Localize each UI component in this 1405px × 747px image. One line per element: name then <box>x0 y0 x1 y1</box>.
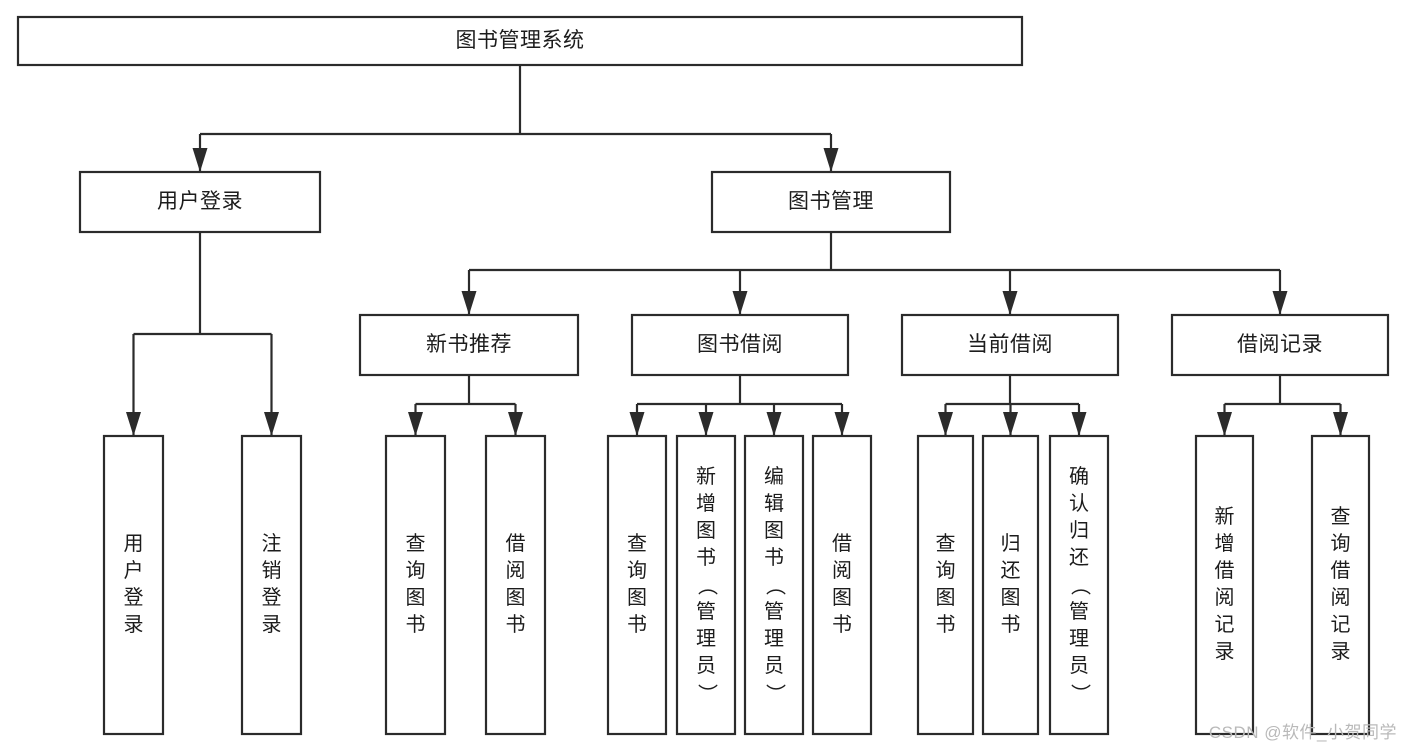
node-box-new-book-recommend[interactable] <box>358 313 580 377</box>
arrow-head-icon <box>1003 412 1018 436</box>
node-box-leaf-query-book-1[interactable] <box>384 434 447 736</box>
arrow-head-icon <box>1272 291 1288 315</box>
node-box-user-login[interactable] <box>78 170 322 234</box>
node-box-leaf-add-record[interactable] <box>1194 434 1255 736</box>
node-box-leaf-user-login[interactable] <box>102 434 165 736</box>
arrow-head-icon <box>823 148 839 172</box>
node-box-leaf-logout[interactable] <box>240 434 303 736</box>
node-box-root[interactable] <box>16 15 1024 67</box>
arrow-head-icon <box>834 412 850 436</box>
node-box-leaf-query-record[interactable] <box>1310 434 1371 736</box>
node-box-book-borrow[interactable] <box>630 313 850 377</box>
arrow-head-icon <box>264 412 279 436</box>
arrow-head-icon <box>1071 412 1087 436</box>
arrow-head-icon <box>1217 412 1232 436</box>
arrow-head-icon <box>461 291 477 315</box>
arrow-head-icon <box>508 412 523 436</box>
node-box-leaf-edit-book[interactable] <box>743 434 805 736</box>
node-box-leaf-query-book-2[interactable] <box>606 434 668 736</box>
arrow-head-icon <box>732 291 748 315</box>
arrow-head-icon <box>126 412 141 436</box>
arrow-head-icon <box>408 412 423 436</box>
node-box-leaf-confirm-return[interactable] <box>1048 434 1110 736</box>
node-box-leaf-borrow-book-1[interactable] <box>484 434 547 736</box>
node-box-leaf-return-book[interactable] <box>981 434 1040 736</box>
arrow-head-icon <box>938 412 953 436</box>
node-box-leaf-query-book-3[interactable] <box>916 434 975 736</box>
arrow-head-icon <box>629 412 645 436</box>
arrow-head-icon <box>766 412 782 436</box>
arrow-head-icon <box>1002 291 1018 315</box>
node-box-leaf-borrow-book-2[interactable] <box>811 434 873 736</box>
node-boxes <box>16 15 1390 736</box>
arrow-head-icon <box>192 148 208 172</box>
node-box-leaf-add-book[interactable] <box>675 434 737 736</box>
node-box-current-borrow[interactable] <box>900 313 1120 377</box>
arrow-head-icon <box>698 412 714 436</box>
node-box-book-manage[interactable] <box>710 170 952 234</box>
arrow-head-icon <box>1333 412 1348 436</box>
node-box-borrow-record[interactable] <box>1170 313 1390 377</box>
connector-lines <box>126 65 1348 436</box>
